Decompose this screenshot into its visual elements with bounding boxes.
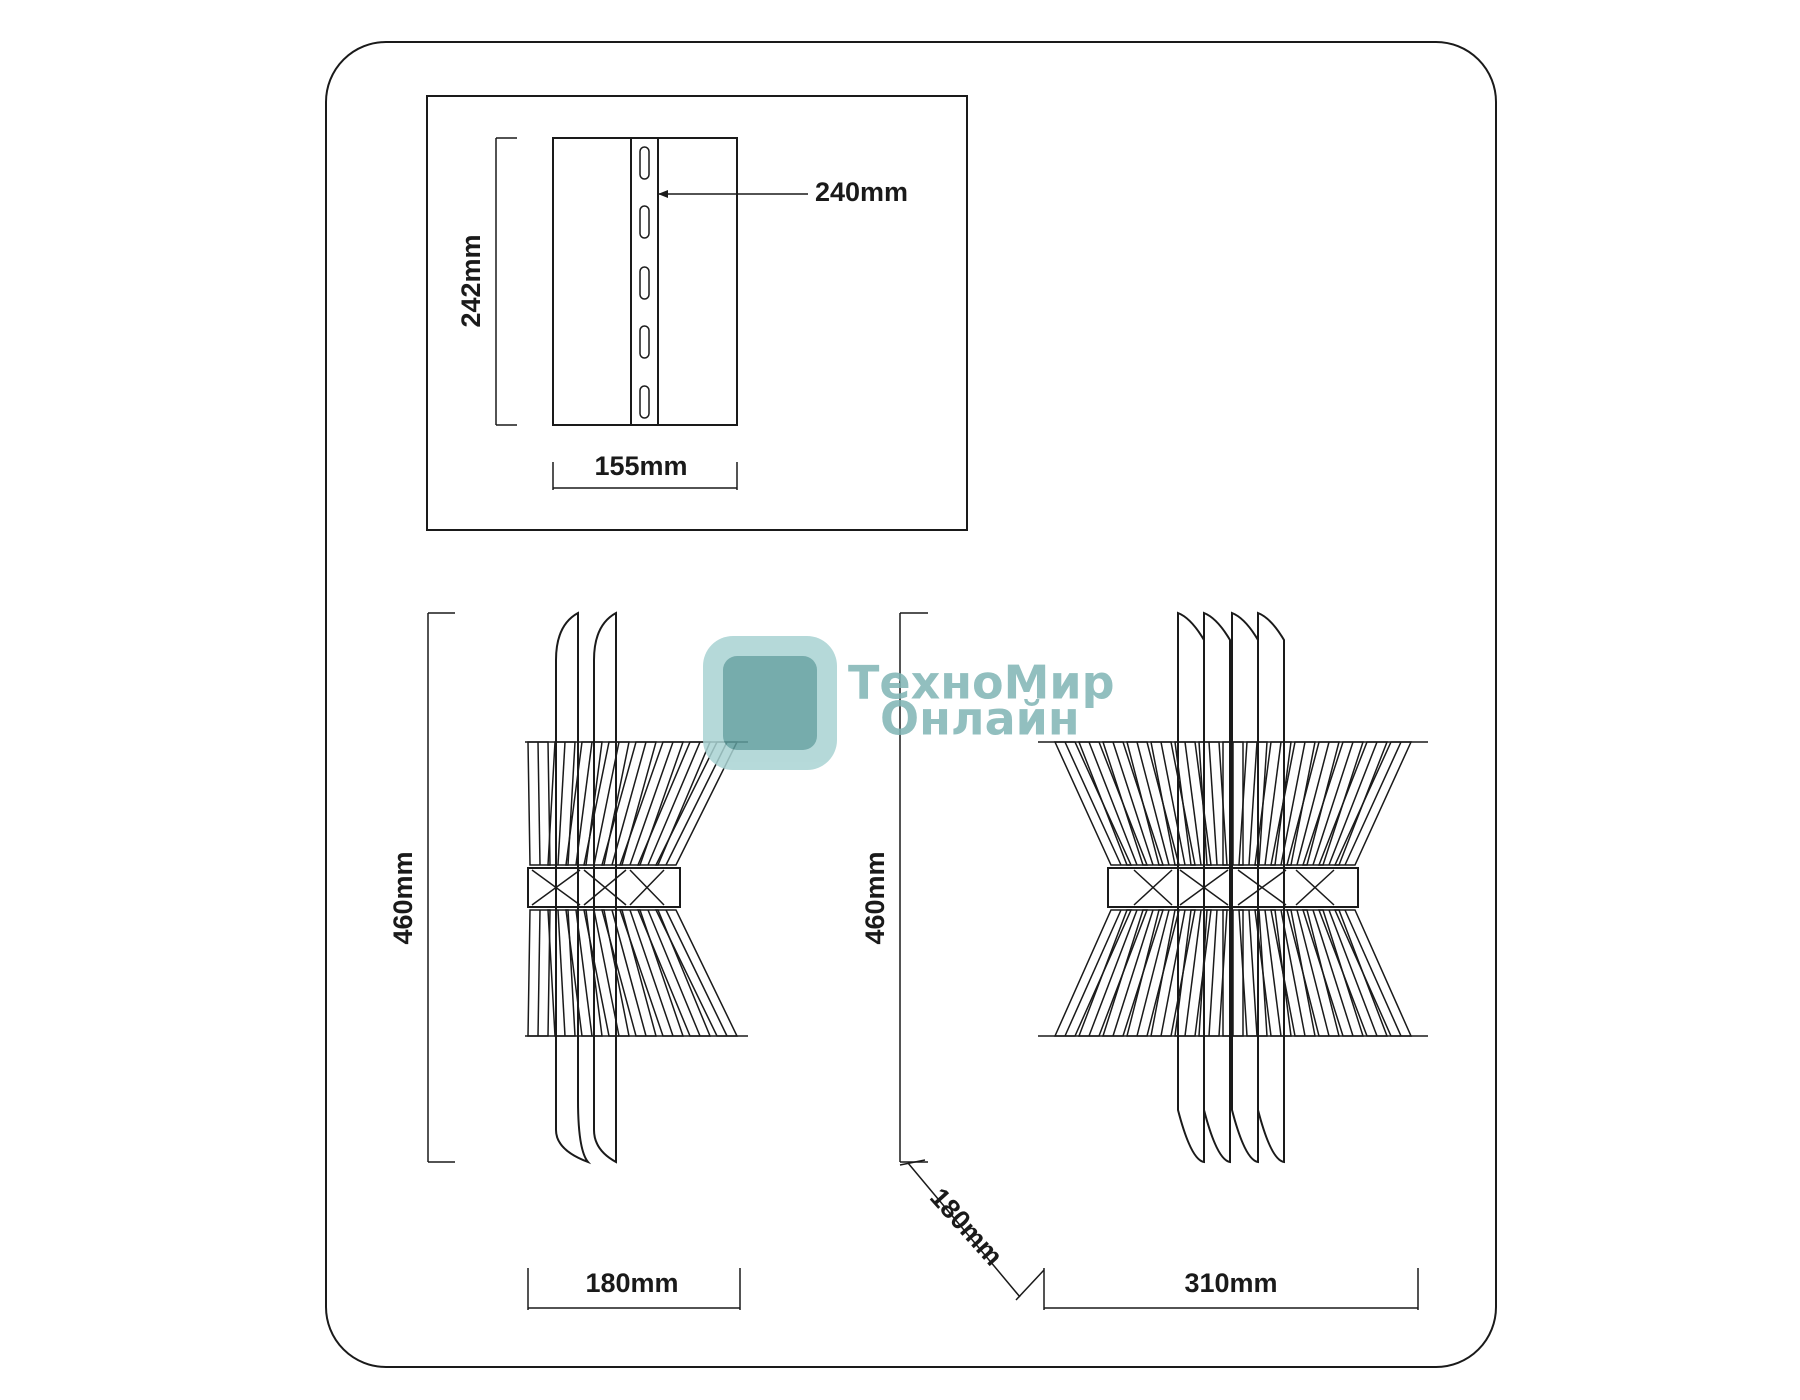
watermark-line2: Онлайн <box>880 692 1080 746</box>
hub-x-mark <box>531 869 581 906</box>
side-hub-marks <box>531 869 665 906</box>
crystal-facet-line <box>1136 741 1170 866</box>
crystal-facet-line <box>557 741 566 866</box>
crystal-facet-line <box>1328 909 1378 1037</box>
crystal-facet-line <box>611 909 647 1037</box>
crystal-facet-line <box>593 741 620 866</box>
outer-frame <box>325 41 1497 1368</box>
front-back-rods <box>1177 611 1285 1164</box>
front-depth-label: 180mm <box>924 1182 1009 1271</box>
crystal-facet-line <box>1064 741 1122 866</box>
crystal-facet-line <box>1264 909 1282 1037</box>
crystal-facet-line <box>1088 741 1138 866</box>
crystal-facet-line <box>1184 909 1202 1037</box>
hub-x-mark <box>1179 869 1229 906</box>
crystal-facet-line <box>1296 909 1330 1037</box>
watermark: ТехноМир Онлайн <box>703 636 1115 770</box>
front-depth-dim-line <box>907 1162 1021 1298</box>
crystal-facet-line <box>647 909 701 1037</box>
hub-x-mark <box>1237 869 1287 906</box>
side-back-rod-right <box>593 611 617 1164</box>
crystal-facet-line <box>1312 909 1354 1037</box>
crystal-facet-line <box>1208 909 1218 1037</box>
crystal-facet-line <box>575 909 593 1037</box>
rail-slot <box>639 205 650 239</box>
crystal-facet-line <box>1344 909 1402 1037</box>
crystal-facet-line <box>1344 741 1402 866</box>
side-view: 460mm 180mm <box>388 611 748 1310</box>
front-back-rod <box>1257 611 1285 1164</box>
crystal-facet-line <box>575 741 593 866</box>
crystal-facet-line <box>593 909 620 1037</box>
hub-x-mark <box>1133 869 1173 906</box>
slot-leader-arrow <box>658 190 668 198</box>
mount-width-label: 155mm <box>594 451 687 481</box>
mount-rail <box>630 137 659 426</box>
crystal-facet-line <box>1064 909 1122 1037</box>
rail-slot <box>639 385 650 419</box>
mount-plate <box>552 137 738 426</box>
side-hub <box>527 867 681 908</box>
crystal-facet-line <box>665 909 728 1037</box>
front-width-label: 310mm <box>1184 1268 1277 1298</box>
front-depth-tick-top <box>899 1159 926 1166</box>
front-depth-tick-bottom <box>1015 1269 1045 1301</box>
crystal-facet-line <box>1280 909 1306 1037</box>
crystal-facet-line <box>1296 741 1330 866</box>
crystal-facet-line <box>629 909 674 1037</box>
crystal-facet-line <box>1248 741 1258 866</box>
rail-slot <box>639 146 650 180</box>
hub-x-mark <box>583 869 627 906</box>
front-hub-marks <box>1133 869 1335 906</box>
watermark-line1: ТехноМир <box>848 656 1115 710</box>
hub-x-mark <box>629 869 665 906</box>
watermark-logo-inner <box>723 656 817 750</box>
crystal-facet-line <box>1264 741 1282 866</box>
rail-slots <box>639 146 650 419</box>
crystal-facet-line <box>1312 741 1354 866</box>
mount-plate-view: 240mm 242mm 155mm <box>426 95 968 531</box>
crystal-facet-line <box>1248 909 1258 1037</box>
side-back-rod-left <box>555 611 592 1165</box>
front-crystals <box>1038 741 1428 1037</box>
rail-slot <box>639 266 650 300</box>
crystal-facet-line <box>1160 741 1186 866</box>
crystal-facet-line <box>1280 741 1306 866</box>
mount-view-box <box>426 95 968 531</box>
crystal-facet-line <box>537 909 541 1037</box>
side-depth-label: 180mm <box>585 1268 678 1298</box>
crystal-facet-line <box>1112 909 1154 1037</box>
crystal-facet-line <box>611 741 647 866</box>
front-back-rod <box>1203 611 1231 1164</box>
hub-x-mark <box>1295 869 1335 906</box>
side-crystals <box>525 741 748 1037</box>
crystal-facet-line <box>1184 741 1202 866</box>
mount-height-label: 242mm <box>456 234 486 327</box>
side-height-label: 460mm <box>388 851 418 944</box>
front-hub <box>1107 867 1359 908</box>
crystal-facet-line <box>1328 741 1378 866</box>
crystal-facet-line <box>1136 909 1170 1037</box>
crystal-facet-line <box>629 741 674 866</box>
front-back-rod <box>1231 611 1259 1164</box>
crystal-facet-line <box>1208 741 1218 866</box>
rail-slot <box>639 325 650 359</box>
crystal-facet-line <box>647 741 701 866</box>
crystal-facet-line <box>537 741 541 866</box>
front-back-rod <box>1177 611 1205 1164</box>
crystal-facet-line <box>1088 909 1138 1037</box>
front-height-label: 460mm <box>860 851 890 944</box>
crystal-facet-line <box>1112 741 1154 866</box>
crystal-facet-line <box>1160 909 1186 1037</box>
crystal-facet-line <box>557 909 566 1037</box>
slot-span-label: 240mm <box>815 177 908 207</box>
